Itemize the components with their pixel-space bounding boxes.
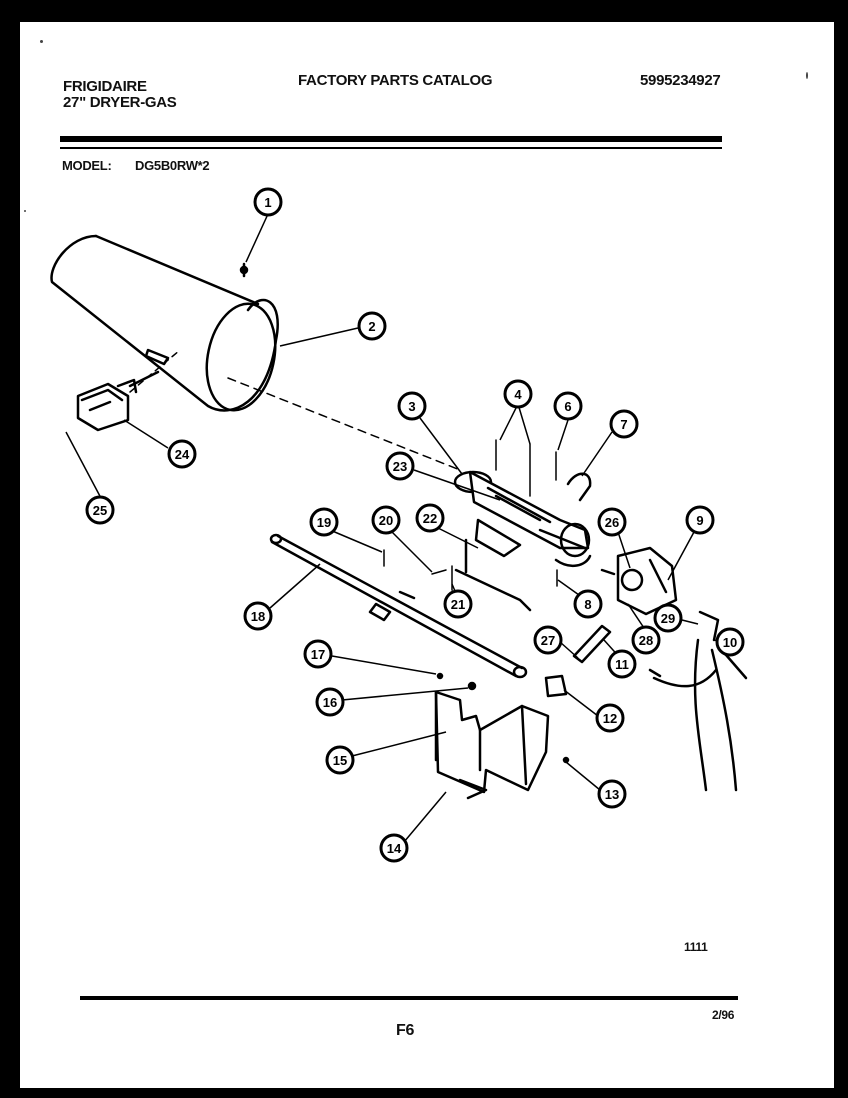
illustration-code: 1111 xyxy=(684,940,708,954)
callout-28: 28 xyxy=(631,625,661,655)
callout-13: 13 xyxy=(597,779,627,809)
callout-label: 21 xyxy=(451,597,465,612)
callout-10: 10 xyxy=(715,627,745,657)
callout-label: 7 xyxy=(620,417,627,432)
callout-29: 29 xyxy=(653,603,683,633)
callout-label: 14 xyxy=(387,841,402,856)
callout-6: 6 xyxy=(553,391,583,421)
burner-bracket-part xyxy=(434,672,570,800)
callout-22: 22 xyxy=(415,503,445,533)
parts-illustration xyxy=(50,234,748,800)
product-name: 27" DRYER-GAS xyxy=(63,94,177,111)
callout-label: 4 xyxy=(514,387,522,402)
bracket-part xyxy=(566,472,592,502)
callout-15: 15 xyxy=(325,745,355,775)
callout-list: 1 2 3 4 6 7 23 24 25 19 20 22 26 9 18 21… xyxy=(85,187,745,863)
callout-label: 28 xyxy=(639,633,653,648)
callout-label: 24 xyxy=(175,447,190,462)
catalog-title: FACTORY PARTS CATALOG xyxy=(298,72,493,89)
model-label: MODEL: xyxy=(62,158,112,173)
callout-label: 16 xyxy=(323,695,337,710)
gas-valve-part xyxy=(600,546,678,616)
callout-18: 18 xyxy=(243,601,273,631)
header-rule-thick xyxy=(60,136,722,142)
callout-label: 6 xyxy=(564,399,571,414)
callout-label: 19 xyxy=(317,515,331,530)
callout-17: 17 xyxy=(303,639,333,669)
callout-label: 22 xyxy=(423,511,437,526)
callout-label: 11 xyxy=(615,657,629,672)
callout-25: 25 xyxy=(85,495,115,525)
revision-date: 2/96 xyxy=(712,1008,735,1022)
callout-label: 20 xyxy=(379,513,393,528)
callout-label: 25 xyxy=(93,503,107,518)
footer-rule xyxy=(80,996,738,1000)
callout-label: 17 xyxy=(311,647,325,662)
callout-label: 27 xyxy=(541,633,555,648)
callout-label: 3 xyxy=(408,399,415,414)
callout-11: 11 xyxy=(607,649,637,679)
motor-block-part xyxy=(76,370,160,432)
callout-label: 13 xyxy=(605,787,619,802)
callout-label: 10 xyxy=(723,635,737,650)
callout-9: 9 xyxy=(685,505,715,535)
brand-name: FRIGIDAIRE xyxy=(63,78,147,95)
callout-3: 3 xyxy=(397,391,427,421)
burner-assembly-part xyxy=(453,470,591,612)
callout-20: 20 xyxy=(371,505,401,535)
screw-part xyxy=(239,262,249,278)
header-rule-thin xyxy=(60,147,722,149)
scan-speck xyxy=(806,72,808,79)
drum-part xyxy=(50,234,279,412)
callout-26: 26 xyxy=(597,507,627,537)
page-label: F6 xyxy=(396,1022,415,1039)
wire-harness-part xyxy=(648,610,748,792)
gas-tube-part xyxy=(269,533,528,679)
callout-label: 9 xyxy=(696,513,703,528)
callout-label: 29 xyxy=(661,611,675,626)
model-value: DG5B0RW*2 xyxy=(135,158,210,173)
callout-label: 12 xyxy=(603,711,617,726)
callout-label: 15 xyxy=(333,753,347,768)
igniter-part xyxy=(572,624,612,664)
callout-label: 23 xyxy=(393,459,407,474)
callout-7: 7 xyxy=(609,409,639,439)
callout-label: 2 xyxy=(368,319,375,334)
callout-1: 1 xyxy=(253,187,283,217)
callout-21: 21 xyxy=(443,589,473,619)
callout-2: 2 xyxy=(357,311,387,341)
callout-14: 14 xyxy=(379,833,409,863)
callout-27: 27 xyxy=(533,625,563,655)
callout-label: 1 xyxy=(264,195,271,210)
scan-speck xyxy=(24,210,26,212)
callout-24: 24 xyxy=(167,439,197,469)
scan-speck xyxy=(40,40,43,43)
callout-23: 23 xyxy=(385,451,415,481)
callout-12: 12 xyxy=(595,703,625,733)
callout-19: 19 xyxy=(309,507,339,537)
callout-8: 8 xyxy=(573,589,603,619)
callout-label: 26 xyxy=(605,515,619,530)
catalog-number: 5995234927 xyxy=(640,72,721,89)
callout-16: 16 xyxy=(315,687,345,717)
callout-label: 18 xyxy=(251,609,265,624)
leader-lines xyxy=(65,213,723,843)
callout-4: 4 xyxy=(503,379,533,409)
callout-label: 8 xyxy=(584,597,591,612)
